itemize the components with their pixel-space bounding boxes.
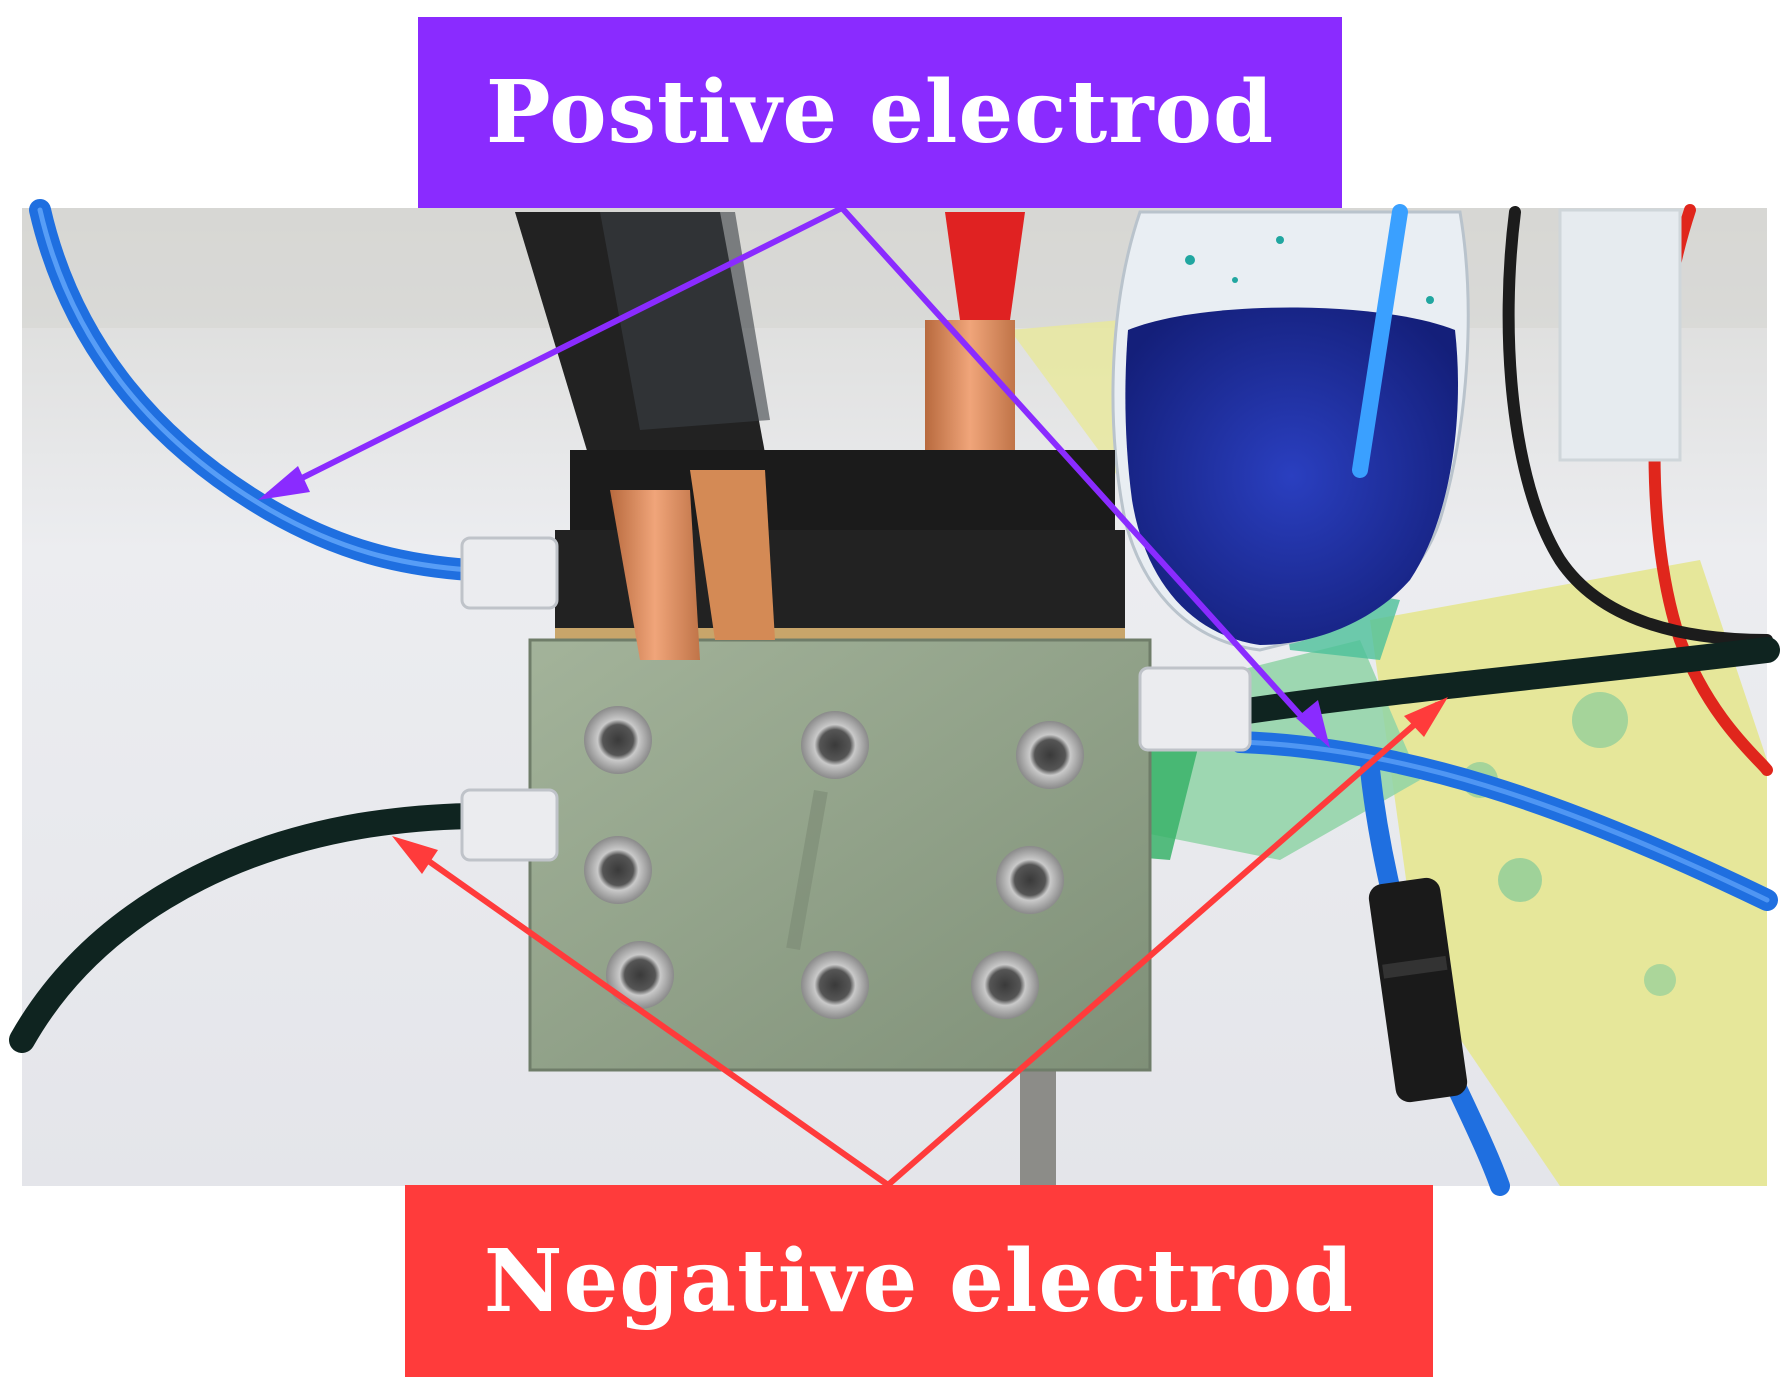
negative-electrode-label: Negative electrod [405, 1185, 1433, 1377]
negative-electrode-text: Negative electrod [483, 1230, 1355, 1332]
positive-electrode-arrows [258, 205, 1330, 748]
background-wires [1502, 204, 1773, 776]
positive-electrode-text: Postive electrod [485, 62, 1275, 163]
electrolyte-bottle [1111, 204, 1470, 652]
tube-connector [1368, 877, 1468, 1103]
flow-cell [460, 450, 1252, 1072]
positive-electrode-label: Postive electrod [418, 17, 1342, 208]
negative-electrode-arrows [392, 697, 1448, 1188]
tubing [9, 199, 1780, 1196]
